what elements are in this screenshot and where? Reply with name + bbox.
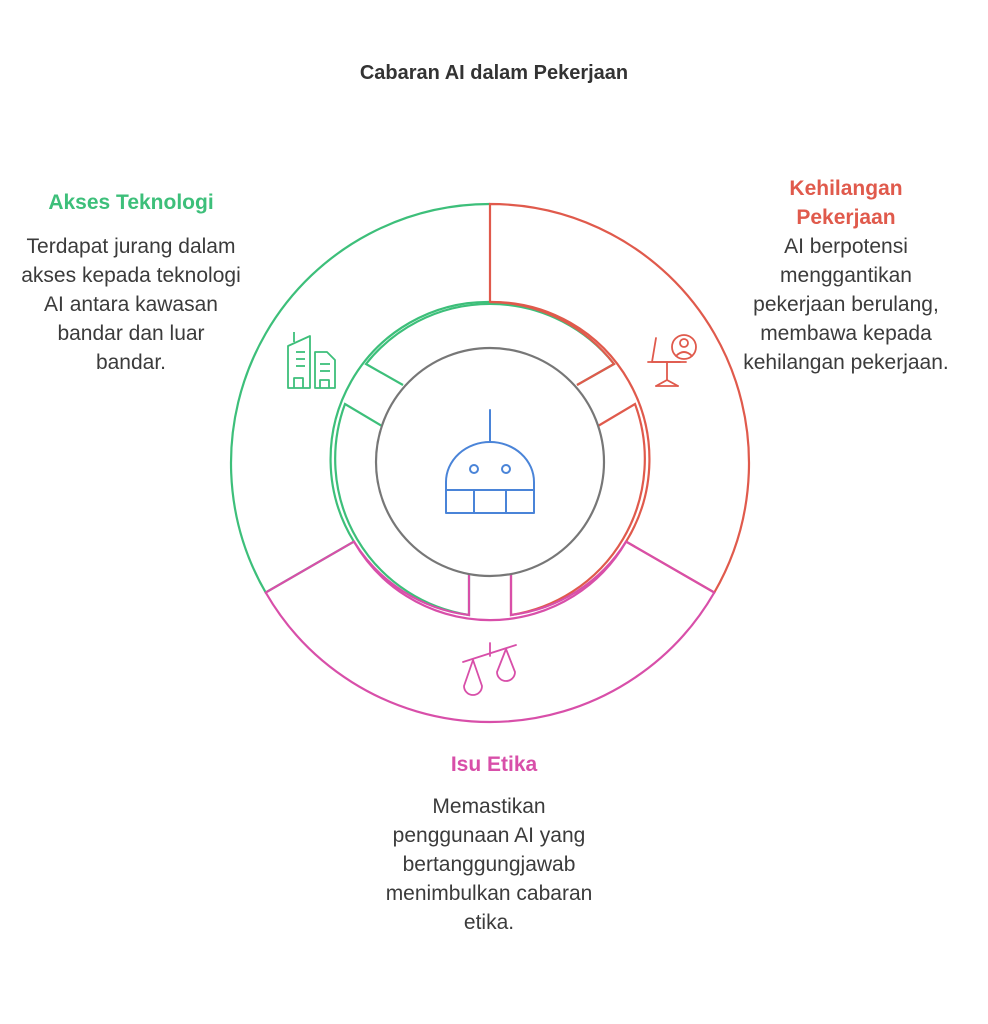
description-isu-etika: Memastikan penggunaan AI yang bertanggun… — [385, 795, 593, 934]
center-circle — [374, 346, 606, 578]
inner-segment-right — [509, 402, 646, 617]
diagram-title: Cabaran AI dalam Pekerjaan — [359, 62, 629, 84]
heading-isu-etika: Isu Etika — [450, 753, 538, 776]
outer-segment-pink — [264, 540, 716, 724]
office-chair-person-icon — [647, 334, 697, 387]
balance-scale-icon — [462, 642, 517, 696]
inner-segment-left — [334, 402, 471, 617]
inner-segment-left-pink — [352, 541, 471, 617]
inner-segment-right-pink — [509, 541, 628, 617]
robot-icon — [445, 409, 535, 514]
outer-segment-green — [229, 202, 491, 595]
outer-segment-red — [488, 202, 751, 595]
inner-segment-top-red — [489, 300, 616, 386]
description-kehilangan-pekerjaan: AI berpotensi menggantikan pekerjaan ber… — [743, 235, 949, 374]
description-akses-teknologi: Terdapat jurang dalam akses kepada tekno… — [21, 235, 241, 374]
city-buildings-icon — [287, 332, 336, 389]
heading-akses-teknologi: Akses Teknologi — [48, 191, 214, 214]
heading-kehilangan-pekerjaan: Kehilangan Pekerjaan — [789, 177, 903, 229]
